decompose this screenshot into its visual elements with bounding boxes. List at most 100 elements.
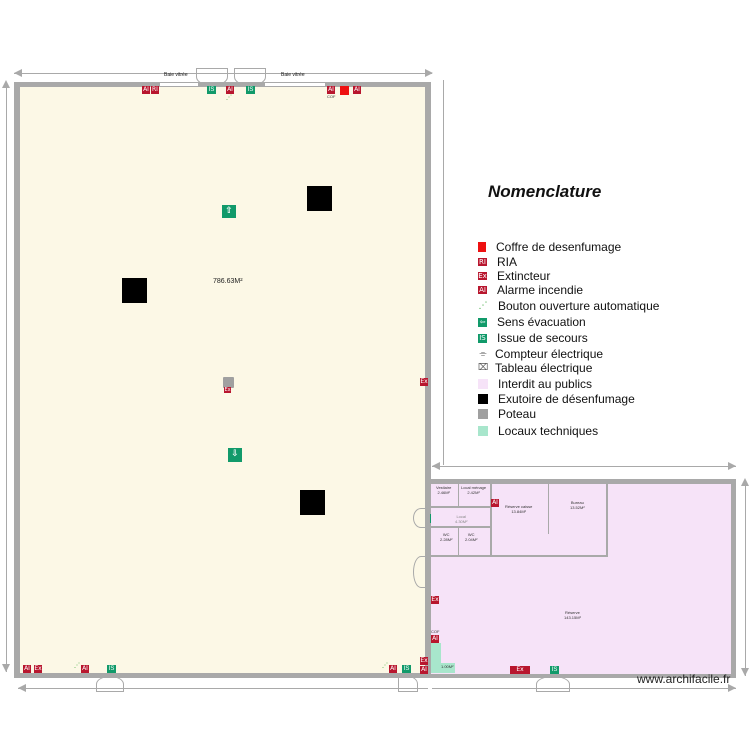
smoke-vent-icon [122, 278, 147, 303]
cof-label: COF [431, 629, 440, 634]
technical-room[interactable] [441, 663, 455, 673]
fire-alarm-icon: AI [353, 86, 361, 94]
annex-wall-top [426, 479, 736, 484]
dimension-arrow-icon [728, 684, 736, 692]
fire-alarm-icon: AI [478, 286, 487, 294]
technical-room-swatch-icon [478, 426, 488, 436]
ria-icon: RI [151, 86, 159, 94]
legend-item-ria: RI RIA [478, 255, 518, 269]
partition [431, 555, 607, 557]
legend-item-locaux: Locaux techniques [478, 424, 598, 438]
emergency-exit-icon: IS [402, 665, 411, 673]
annex-wall-right [731, 479, 736, 678]
legend-item-issue: IS Issue de secours [478, 331, 588, 345]
fire-alarm-icon: AI [389, 665, 397, 673]
technical-room[interactable] [431, 643, 441, 673]
dimension-arrow-icon [741, 478, 749, 486]
door-side-1[interactable] [413, 508, 429, 528]
glass-bay-label: Baie vitrée [281, 72, 305, 78]
fire-alarm-icon: AI [81, 665, 89, 673]
partition [431, 526, 491, 528]
legend-item-interdit: Interdit au publics [478, 377, 592, 391]
legend-item-poteau: Poteau [478, 407, 536, 421]
watermark: www.archifacile.fr [637, 672, 731, 686]
pillar-icon [223, 377, 234, 388]
emergency-exit-icon: IS [550, 666, 559, 674]
double-door-bottom-3[interactable] [536, 676, 570, 692]
dimension-arrow-icon [18, 684, 26, 692]
red-square-icon [478, 242, 486, 252]
glass-bay-left [160, 82, 198, 87]
fire-alarm-icon: AI [226, 86, 234, 94]
electric-meter-icon: ⌯ [479, 349, 487, 359]
evacuation-arrow-down-icon: ⇩ [228, 448, 242, 462]
pillar-icon [478, 409, 488, 419]
double-door-top-2[interactable] [234, 68, 266, 86]
smoke-vent-icon [300, 490, 325, 515]
legend-item-extincteur: Ex Extincteur [478, 269, 551, 283]
wall-top [14, 82, 430, 87]
fire-alarm-icon: AI [23, 665, 31, 673]
electric-panel-icon: ⌧ [477, 363, 489, 373]
extinguisher-icon: Ex [478, 272, 487, 280]
dimension-line-left [6, 82, 7, 672]
partition [458, 484, 459, 506]
smoke-box-icon [340, 86, 349, 95]
evacuation-arrow-icon: ⇦ [478, 317, 487, 327]
legend-item-alarme: AI Alarme incendie [478, 283, 584, 297]
extinguisher-icon: Ex [420, 657, 428, 665]
extinguisher-icon: Ex [431, 596, 439, 604]
wall-bottom [14, 673, 736, 678]
technical-room-label: 1.00M² [441, 664, 454, 669]
glass-bay-label: Baie vitrée [164, 72, 188, 78]
door-side-2[interactable] [413, 556, 429, 588]
glass-bay-right [265, 82, 325, 87]
partition [431, 506, 491, 508]
dimension-line-annex-top [432, 466, 736, 467]
legend-item-compteur: ⌯ Compteur électrique [479, 347, 604, 361]
main-hall-area-label: 786.63M² [213, 278, 243, 285]
dimension-arrow-icon [2, 80, 10, 88]
partition [606, 484, 608, 557]
door-bottom-2[interactable] [398, 676, 418, 692]
legend-item-exutoire: Exutoire de désenfumage [478, 392, 635, 406]
partition [458, 528, 459, 556]
cof-label: COF [327, 94, 336, 99]
fire-alarm-icon: AI [431, 635, 439, 643]
dimension-arrow-icon [432, 462, 440, 470]
legend-item-evacuation: ⇦ Sens évacuation [478, 315, 586, 329]
legend-item-bouton: ⋰ Bouton ouverture automatique [478, 299, 660, 313]
extinguisher-icon: Ex [224, 387, 231, 393]
dimension-arrow-icon [14, 69, 22, 77]
emergency-exit-icon: IS [207, 86, 216, 94]
partition [490, 484, 492, 556]
smoke-vent-icon [478, 394, 488, 404]
legend-item-coffre: Coffre de desenfumage [478, 240, 621, 254]
dimension-arrow-icon [2, 664, 10, 672]
dimension-line-bottom-left [18, 688, 428, 689]
annex-area[interactable] [431, 484, 731, 674]
double-door-bottom-1[interactable] [96, 676, 124, 692]
auto-open-button-icon: ⋰ [226, 95, 232, 101]
fire-alarm-icon: AI [142, 86, 150, 94]
double-door-top-1[interactable] [196, 68, 228, 86]
ria-icon: RI [478, 258, 487, 266]
wall-right [425, 82, 431, 678]
auto-open-button-icon: ⋰ [382, 663, 388, 669]
emergency-exit-icon: IS [478, 333, 487, 343]
fire-alarm-icon: AI [491, 499, 499, 507]
extinguisher-icon: Ex [34, 665, 42, 673]
dimension-arrow-icon [425, 69, 433, 77]
dimension-line-annex-right [745, 480, 746, 676]
dimension-arrow-icon [728, 462, 736, 470]
dimension-line-annex-bottom [432, 688, 736, 689]
emergency-exit-icon: IS [107, 665, 116, 673]
restricted-area-swatch-icon [478, 379, 488, 389]
